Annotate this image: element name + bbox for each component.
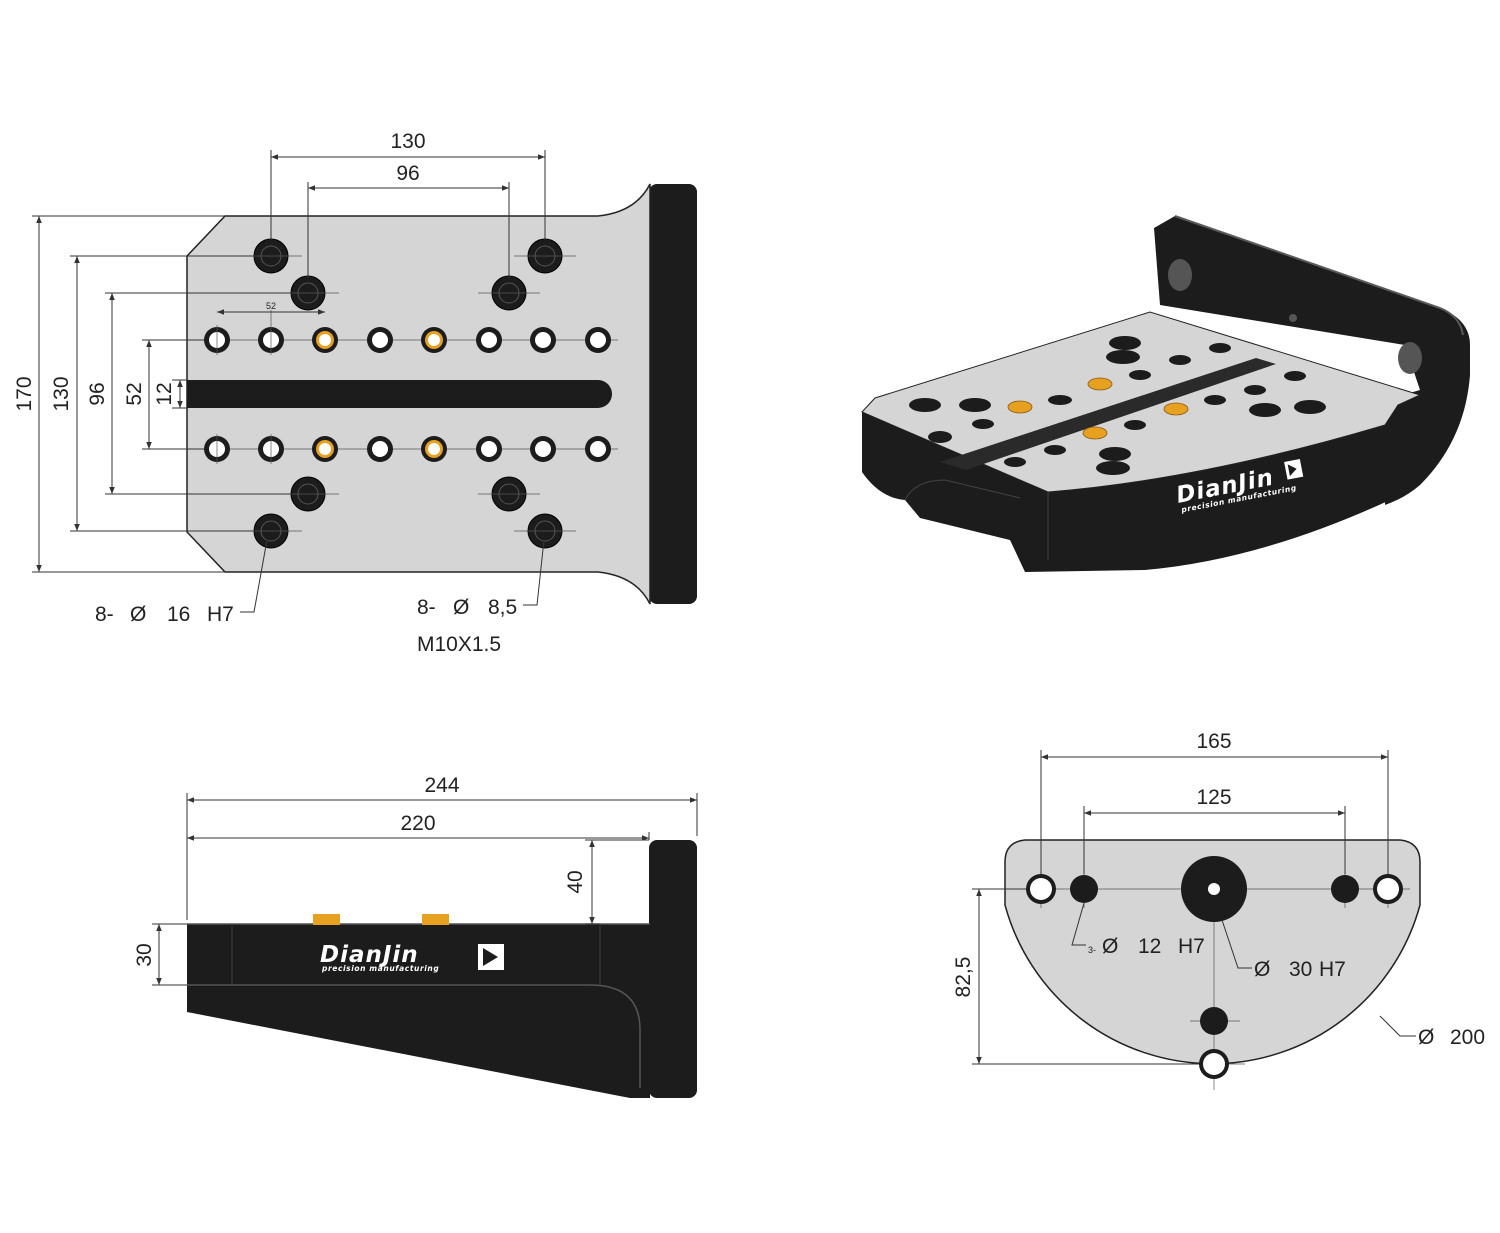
dim-top-52-small: 52 — [266, 301, 276, 311]
side-brand-logo: DianJin precision manufacturing — [320, 942, 504, 973]
callout-tap-prefix: 8- — [417, 596, 436, 619]
dim-side-30: 30 — [133, 943, 156, 966]
callout-small-symbol: Ø — [1102, 935, 1118, 958]
dim-left-170: 170 — [13, 376, 36, 411]
end-view-hole-1 — [1070, 875, 1098, 903]
dim-end-165: 165 — [1196, 730, 1231, 753]
iso-flange — [1154, 216, 1470, 505]
dim-top-96: 96 — [396, 162, 419, 185]
iso-body — [862, 412, 1390, 572]
isometric-view: DianJin precision manufacturing — [861, 215, 1470, 572]
dim-left-130: 130 — [50, 376, 73, 411]
top-view-small-holes — [204, 327, 611, 462]
callout-bore-symbol: Ø — [130, 603, 146, 626]
dim-left-96: 96 — [86, 382, 109, 405]
top-view: 130 96 52 170 130 96 52 12 8- Ø 16 H7 — [13, 130, 697, 656]
dim-end-125: 125 — [1196, 786, 1231, 809]
callout-tap-size: 8,5 — [488, 596, 517, 619]
callout-center-symbol: Ø — [1254, 958, 1270, 981]
callout-bore-fit: H7 — [207, 603, 234, 626]
svg-text:precision manufacturing: precision manufacturing — [321, 964, 439, 973]
side-view-flange — [649, 840, 697, 1098]
callout-center-fit: H7 — [1319, 958, 1346, 981]
side-view-bushing-1 — [313, 914, 340, 925]
side-view-bushing-2 — [422, 914, 449, 925]
dim-top-130: 130 — [390, 130, 425, 153]
callout-bore-size: 16 — [167, 603, 190, 626]
iso-bushings — [1007, 377, 1189, 440]
dim-side-220: 220 — [400, 812, 435, 835]
callout-small-prefix: 3- — [1088, 945, 1096, 955]
callout-radius-size: 200 — [1450, 1026, 1485, 1049]
callout-small-fit: H7 — [1178, 935, 1205, 958]
top-view-slot — [187, 380, 612, 408]
dim-end-82-5: 82,5 — [952, 957, 975, 998]
dim-left-52: 52 — [123, 382, 146, 405]
end-view-hole-3 — [1200, 1007, 1228, 1035]
callout-bore-prefix: 8- — [95, 603, 114, 626]
top-view-flange — [649, 184, 697, 604]
end-view: 165 125 82,5 3- Ø 12 H7 Ø 30 H7 Ø 200 — [952, 730, 1485, 1090]
end-view-hole-2 — [1331, 875, 1359, 903]
dim-side-244: 244 — [424, 774, 459, 797]
callout-tap-symbol: Ø — [453, 596, 469, 619]
callout-center-size: 30 — [1289, 958, 1312, 981]
callout-tap-thread: M10X1.5 — [417, 633, 501, 656]
svg-text:DianJin: DianJin — [320, 942, 419, 968]
callout-radius-symbol: Ø — [1418, 1026, 1434, 1049]
dim-left-12: 12 — [153, 382, 176, 405]
callout-small-size: 12 — [1138, 935, 1161, 958]
iso-holes — [909, 336, 1326, 475]
side-view-body — [187, 924, 650, 1098]
side-view: DianJin precision manufacturing 244 220 … — [133, 774, 698, 1098]
dim-side-40: 40 — [564, 870, 587, 893]
